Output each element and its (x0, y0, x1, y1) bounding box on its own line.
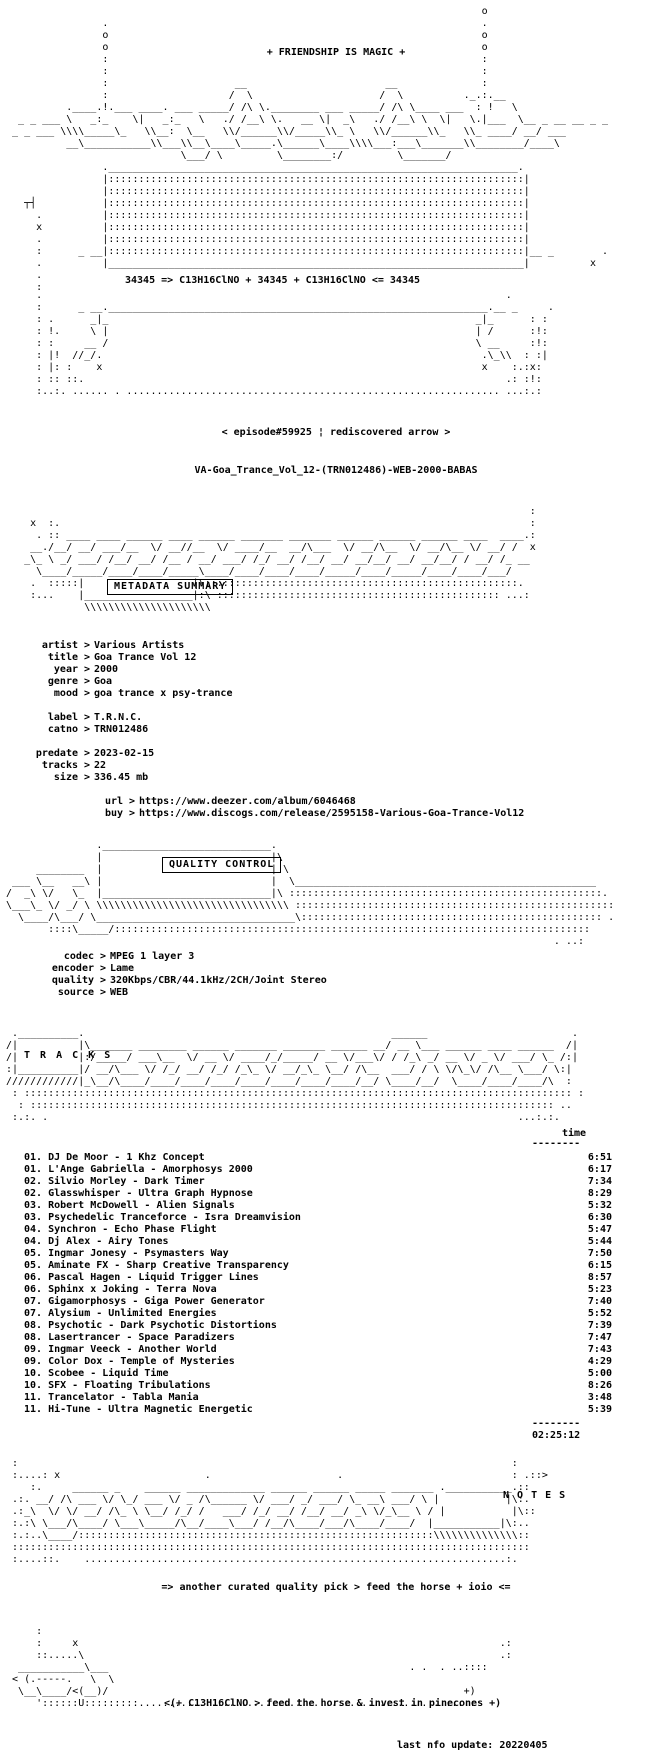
tracks-header-art: .__________. ______ . /| |\_______ _____… (6, 1028, 584, 1123)
last-update: last nfo update: 20220405 (397, 1740, 548, 1751)
meta-row-predate: predate > 2023-02-15 (35, 748, 155, 759)
track-row: 07. Gigamorphosys - Giga Power Generator… (24, 1296, 612, 1307)
time-column-label: time (562, 1128, 587, 1139)
total-rule: -------- (532, 1418, 581, 1429)
track-row: 03. Psychedelic Tranceforce - Isra Dream… (24, 1212, 612, 1223)
discogs-link[interactable]: https://www.discogs.com/release/2595158-… (139, 808, 525, 819)
metadata-header-art: : x :. : . :: ____ ____ ______ ____ ____… (24, 506, 536, 613)
meta-row-url[interactable]: url > https://www.deezer.com/album/60464… (104, 796, 356, 807)
meta-row-label: label > T.R.N.C. (47, 712, 143, 723)
quality-header-art: .____________________________. | |\ ____… (6, 840, 615, 947)
meta-row-mood: mood > goa trance x psy-trance (53, 688, 233, 699)
meta-row-size: size > 336.45 mb (53, 772, 149, 783)
meta-row-tracks: tracks > 22 (41, 760, 107, 771)
quality-row-source: source > WEB (57, 987, 129, 998)
quality-row-quality: quality > 320Kbps/CBR/44.1kHz/2CH/Joint … (51, 975, 327, 986)
release-name: VA-Goa_Trance_Vol_12-(TRN012486)-WEB-200… (194, 465, 478, 476)
banner-title: + FRIENDSHIP IS MAGIC + (266, 47, 406, 58)
footer-art: : : x .: ::.....\ .: ___________\___ (12, 1626, 512, 1709)
meta-row-artist: artist > Various Artists (41, 640, 185, 651)
deezer-link[interactable]: https://www.deezer.com/album/6046468 (139, 796, 356, 807)
metadata-list: artist > Various Artists title > Goa Tra… (0, 216, 672, 819)
tracks-heading: T R A C K S (24, 1050, 113, 1061)
notes-line: => another curated quality pick > feed t… (161, 1582, 511, 1593)
quality-heading: QUALITY CONTROL (162, 857, 282, 873)
metadata-heading: METADATA SUMMARY (107, 579, 234, 595)
top-banner-art: o . . o o o (12, 6, 609, 293)
track-row: 08. Psychotic - Dark Psychotic Distortio… (24, 1320, 612, 1331)
track-row: 05. Aminate FX - Sharp Creative Transpar… (24, 1260, 612, 1271)
formula-line: 34345 => C13H16ClNO + 34345 + C13H16ClNO… (125, 275, 421, 286)
footer-line: <(+ C13H16ClNO > feed the horse & invest… (164, 1698, 502, 1709)
notes-header-art: : : :....: x . . : .::> :. ______ _ (12, 1458, 548, 1565)
episode-line: < episode#59925 ¦ rediscovered arrow > (221, 427, 451, 438)
quality-row-encoder: encoder > Lame (51, 963, 135, 974)
banner-frame-art: . . : _ __._____________________________… (36, 290, 554, 397)
notes-heading: N O T E S (503, 1490, 567, 1501)
meta-row-catno: catno > TRN012486 (47, 724, 149, 735)
meta-row-buy[interactable]: buy > https://www.discogs.com/release/25… (104, 808, 525, 819)
tracklist: time -------- 01. DJ De Moor - 1 Khz Con… (0, 660, 672, 1441)
meta-row-genre: genre > Goa (47, 676, 113, 687)
meta-row-year: year > 2000 (53, 664, 119, 675)
meta-row-title: title > Goa Trance Vol 12 (47, 652, 197, 663)
time-column-rule: -------- (532, 1138, 581, 1149)
quality-list: codec > MPEG 1 layer 3 encoder > Lame qu… (0, 504, 672, 998)
total-time: 02:25:12 (532, 1430, 581, 1441)
quality-row-codec: codec > MPEG 1 layer 3 (63, 951, 195, 962)
